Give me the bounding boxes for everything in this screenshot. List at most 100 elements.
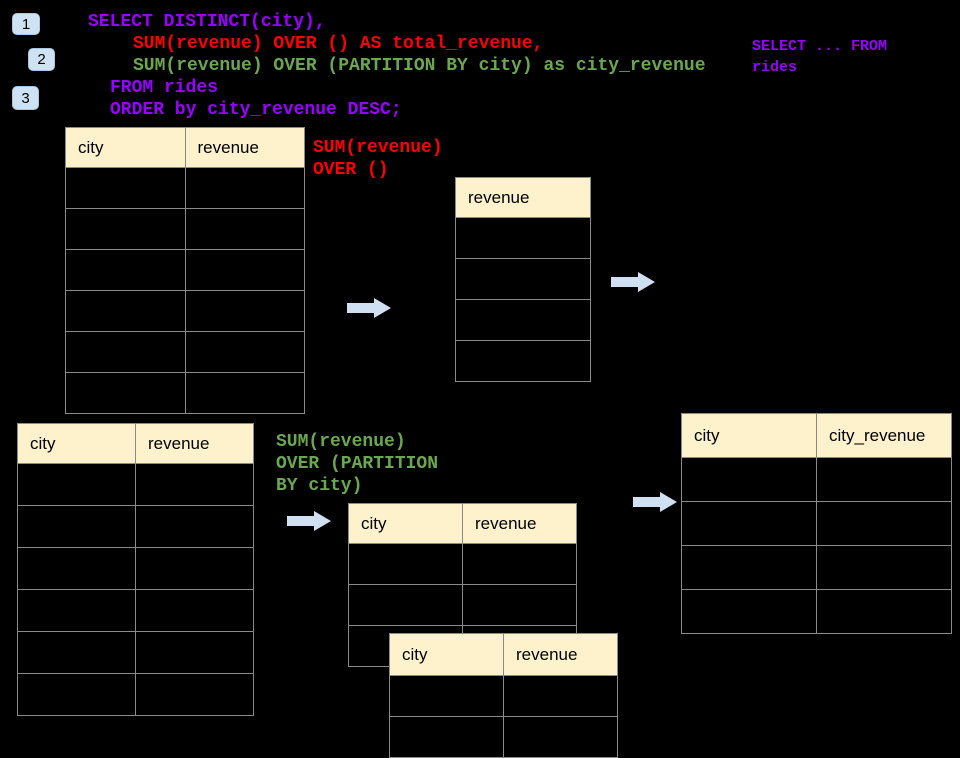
column-header: revenue bbox=[455, 177, 591, 218]
table-row bbox=[65, 331, 305, 373]
table-row bbox=[681, 545, 952, 590]
sql-side-note: SELECT ... FROM rides bbox=[752, 36, 887, 78]
column-header: revenue bbox=[184, 127, 305, 168]
sql-code-block: SELECT DISTINCT(city),SUM(revenue) OVER … bbox=[0, 11, 706, 121]
column-header: revenue bbox=[503, 633, 618, 676]
empty-cell bbox=[17, 463, 136, 506]
empty-cell bbox=[135, 505, 254, 548]
empty-cell bbox=[135, 589, 254, 632]
empty-cell bbox=[455, 340, 591, 382]
empty-cell bbox=[184, 167, 305, 209]
empty-cell bbox=[17, 505, 136, 548]
step-badge-1: 1 bbox=[12, 13, 40, 35]
empty-cell bbox=[462, 543, 577, 585]
empty-cell bbox=[65, 331, 186, 373]
table-row bbox=[348, 543, 577, 585]
empty-cell bbox=[348, 584, 463, 626]
table-row bbox=[65, 372, 305, 414]
text-line: OVER (PARTITION bbox=[276, 454, 439, 474]
empty-cell bbox=[135, 463, 254, 506]
empty-cell bbox=[503, 716, 618, 758]
empty-cell bbox=[455, 217, 591, 259]
table-row bbox=[17, 547, 254, 590]
arrow-right-icon bbox=[611, 272, 655, 292]
arrow-right-icon bbox=[287, 511, 331, 531]
column-header: city bbox=[17, 423, 136, 464]
empty-cell bbox=[184, 372, 305, 414]
empty-cell bbox=[17, 673, 136, 716]
empty-cell bbox=[681, 545, 817, 590]
empty-cell bbox=[65, 167, 186, 209]
empty-cell bbox=[65, 372, 186, 414]
table-row bbox=[389, 716, 618, 758]
empty-cell bbox=[816, 545, 952, 590]
table-row bbox=[455, 340, 591, 382]
empty-cell bbox=[681, 457, 817, 502]
table-row bbox=[455, 217, 591, 259]
table-row bbox=[17, 589, 254, 632]
empty-cell bbox=[17, 631, 136, 674]
table-row bbox=[65, 249, 305, 291]
table-row bbox=[681, 457, 952, 502]
table-row bbox=[65, 167, 305, 209]
column-header: city bbox=[65, 127, 186, 168]
empty-cell bbox=[462, 584, 577, 626]
table-row bbox=[681, 501, 952, 546]
empty-cell bbox=[65, 249, 186, 291]
column-header: revenue bbox=[462, 503, 577, 544]
empty-cell bbox=[135, 673, 254, 716]
empty-cell bbox=[389, 675, 504, 717]
empty-cell bbox=[184, 331, 305, 373]
table-row bbox=[17, 505, 254, 548]
empty-cell bbox=[17, 547, 136, 590]
empty-cell bbox=[17, 589, 136, 632]
empty-cell bbox=[455, 258, 591, 300]
column-header: city bbox=[348, 503, 463, 544]
text-line: ORDER by city_revenue DESC; bbox=[110, 100, 402, 120]
arrow-right-icon bbox=[347, 298, 391, 318]
table-row bbox=[65, 290, 305, 332]
table-row bbox=[455, 258, 591, 300]
empty-cell bbox=[816, 501, 952, 546]
table-row bbox=[17, 631, 254, 674]
table-row bbox=[389, 675, 618, 717]
text-line: OVER () bbox=[313, 160, 389, 180]
text-line: SUM(revenue) OVER (PARTITION BY city) as… bbox=[133, 56, 706, 76]
text-line: SUM(revenue) OVER () AS total_revenue, bbox=[133, 34, 544, 54]
empty-cell bbox=[184, 290, 305, 332]
empty-cell bbox=[184, 208, 305, 250]
empty-cell bbox=[503, 675, 618, 717]
column-header: city bbox=[681, 413, 817, 458]
text-line: rides bbox=[752, 59, 798, 76]
empty-cell bbox=[681, 501, 817, 546]
text-line: SELECT DISTINCT(city), bbox=[88, 12, 326, 32]
empty-cell bbox=[65, 208, 186, 250]
empty-cell bbox=[389, 716, 504, 758]
table-row bbox=[455, 299, 591, 341]
empty-cell bbox=[816, 589, 952, 634]
empty-cell bbox=[681, 589, 817, 634]
text-line: BY city) bbox=[276, 476, 363, 496]
column-header: revenue bbox=[135, 423, 254, 464]
empty-cell bbox=[816, 457, 952, 502]
table-row bbox=[17, 673, 254, 716]
empty-cell bbox=[455, 299, 591, 341]
total-revenue-table: revenue bbox=[455, 177, 591, 382]
text-line: SELECT ... FROM bbox=[752, 38, 888, 55]
table-row bbox=[348, 584, 577, 626]
empty-cell bbox=[135, 631, 254, 674]
total-revenue-annotation: SUM(revenue)OVER () bbox=[313, 137, 443, 181]
empty-cell bbox=[184, 249, 305, 291]
slide-canvas: { "colors": { "background": "#000000", "… bbox=[0, 11, 952, 758]
empty-cell bbox=[65, 290, 186, 332]
empty-cell bbox=[135, 547, 254, 590]
table-row bbox=[681, 589, 952, 634]
table-row bbox=[65, 208, 305, 250]
column-header: city bbox=[389, 633, 504, 676]
arrow-right-icon bbox=[633, 492, 677, 512]
